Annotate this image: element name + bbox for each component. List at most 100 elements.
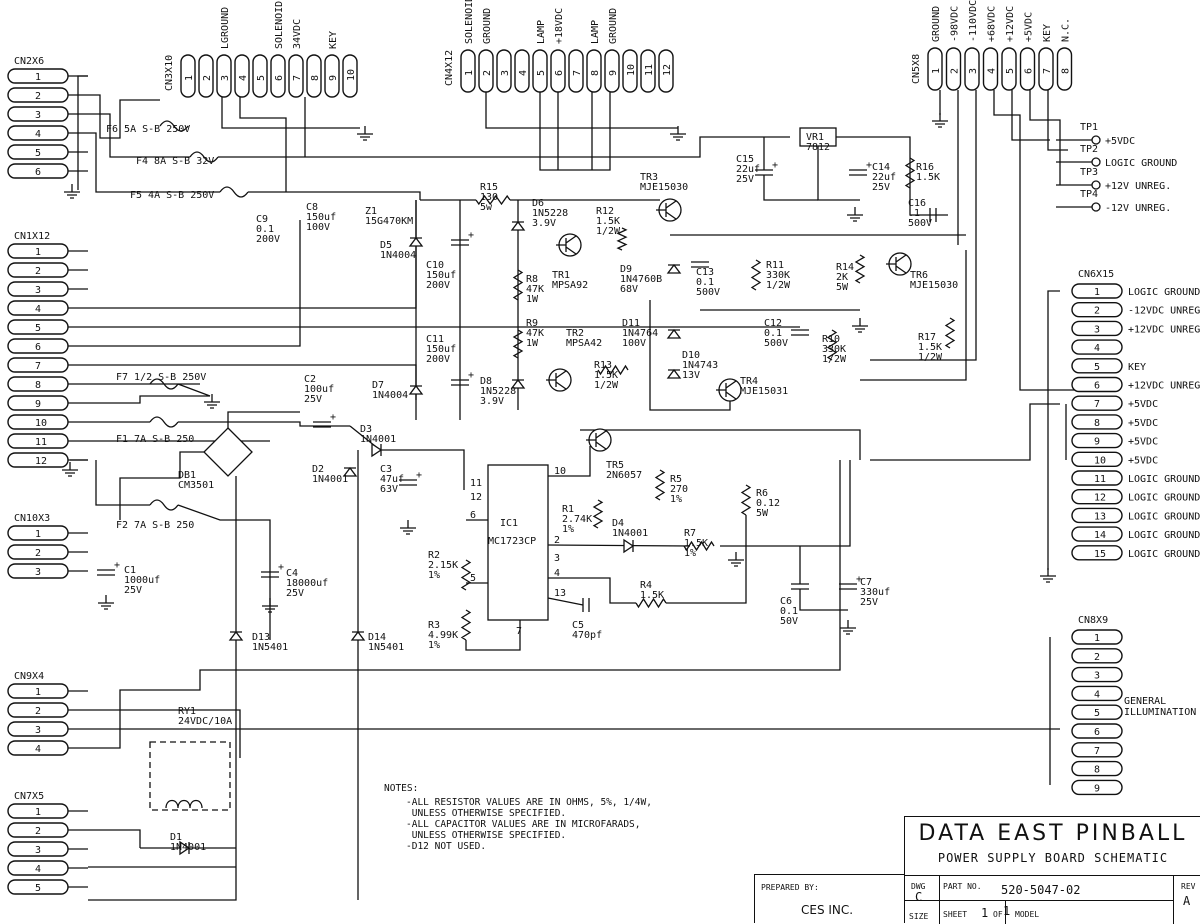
cn6-pin-12 [1071,489,1123,505]
transistor-tr2 [546,368,572,392]
ref-c4: C4 [286,568,298,579]
cn6-pin-11 [1071,470,1123,486]
ref-c14: C14 [872,162,890,173]
cn9-pin-label-4: 4 [35,744,41,755]
value-db1: CM3501 [178,480,214,491]
cn8-pin-label-1: 1 [1094,633,1100,644]
value-d2: 1N4001 [312,474,348,485]
cn6-sig-13: LOGIC GROUND [1128,511,1200,522]
cn1-pin-label-4: 4 [35,304,41,315]
note-line-3: -ALL CAPACITOR VALUES ARE IN MICROFARADS… [406,819,641,830]
cn1-title: CN1X12 [14,231,50,242]
wire [539,92,611,171]
cn6-sig-12: LOGIC GROUND [1128,493,1200,504]
ref-db1: DB1 [178,470,196,481]
cn4-sig-1: SOLENOID [464,0,475,44]
wire [860,250,967,381]
cn1-pin-1 [7,243,69,259]
ground-symbol [852,318,868,333]
wire [870,403,1060,461]
cn7-pin-label-1: 1 [35,807,41,818]
wire [649,300,731,411]
cn4-pin-9 [604,49,620,93]
ground-symbol [728,552,744,567]
cn8-pin-5 [1071,704,1123,720]
cn4-pin-label-6: 6 [554,70,565,76]
cn3-pin-1 [180,54,196,98]
cap-c2: + [313,412,336,428]
cn5-pin-2 [945,47,962,91]
ref-c13: C13 [696,267,714,278]
note-line-4: UNLESS OTHERWISE SPECIFIED. [406,830,567,841]
fuse-label-f4: F4 8A S-B 32V [136,156,214,167]
dwg-label: DWG [911,882,926,891]
cn3-sig-7: 34VDC [292,19,303,49]
cn3-pin-label-10: 10 [346,69,357,81]
value-z1: 15G470KM [365,216,413,227]
ref-c5: C5 [572,620,584,631]
wire [119,451,204,520]
cn1-pin-6 [7,338,69,354]
cn6-pin-label-12: 12 [1094,493,1106,504]
tp-name-4: TP4 [1080,189,1098,200]
wire [870,90,977,361]
cn3-pin-3 [216,54,232,98]
cn4-pin-7 [568,49,584,93]
cn8-pin-6 [1071,723,1123,739]
res-r6 [740,484,752,516]
cn9-pin-label-3: 3 [35,725,41,736]
ic-mc1723cp [487,464,549,621]
ref-d8: D8 [480,376,492,387]
cn9-pin-label-2: 2 [35,706,41,717]
cn6-sig-7: +5VDC [1128,399,1158,410]
cn7-pin-label-2: 2 [35,826,41,837]
wire [248,191,421,200]
cn6-pin-2 [1071,302,1123,318]
cn8-pin-label-8: 8 [1094,765,1100,776]
diode-d6 [510,220,526,231]
ref-c10: C10 [426,260,444,271]
cn1-pin-4 [7,300,69,316]
cn9-pin-4 [7,740,69,756]
cn6-pin-7 [1071,395,1123,411]
wire [1011,90,1050,141]
wire [88,113,190,158]
value-d14: 1N5401 [368,642,404,653]
cn8-pin-label-5: 5 [1094,708,1100,719]
ic-pin-12: 12 [470,492,482,503]
cn4-pin-label-11: 11 [644,64,655,76]
cn6-pin-13 [1071,507,1123,524]
cn8-pin-8 [1071,760,1123,777]
cn8-title: CN8X9 [1078,615,1108,626]
value-ry1: 24VDC/10A [178,716,232,727]
wire [88,395,210,404]
cn6-pin-label-4: 4 [1094,343,1100,354]
tp-name-3: TP3 [1080,167,1098,178]
cn6-pin-label-3: 3 [1094,324,1100,335]
drawing-subtitle: POWER SUPPLY BOARD SCHEMATIC [937,851,1169,865]
cap-c16 [929,208,937,222]
cn6-pin-10 [1071,451,1123,467]
wire [548,446,591,477]
cn5-sig-6: +5VDC [1024,12,1035,42]
wire [221,97,360,129]
cn1-pin-label-11: 11 [35,437,47,448]
cn1-pin-label-9: 9 [35,399,41,410]
cn2-pin-1 [7,68,69,84]
cn4-sig-5: LAMP [536,20,547,44]
cn6-pin-label-2: 2 [1094,306,1100,317]
prepared-by-label: PREPARED BY: [761,883,819,892]
cn9-pin-2 [7,702,69,718]
rev-label: REV [1181,882,1196,891]
cn1-pin-12 [7,452,69,468]
wire [993,90,1090,391]
